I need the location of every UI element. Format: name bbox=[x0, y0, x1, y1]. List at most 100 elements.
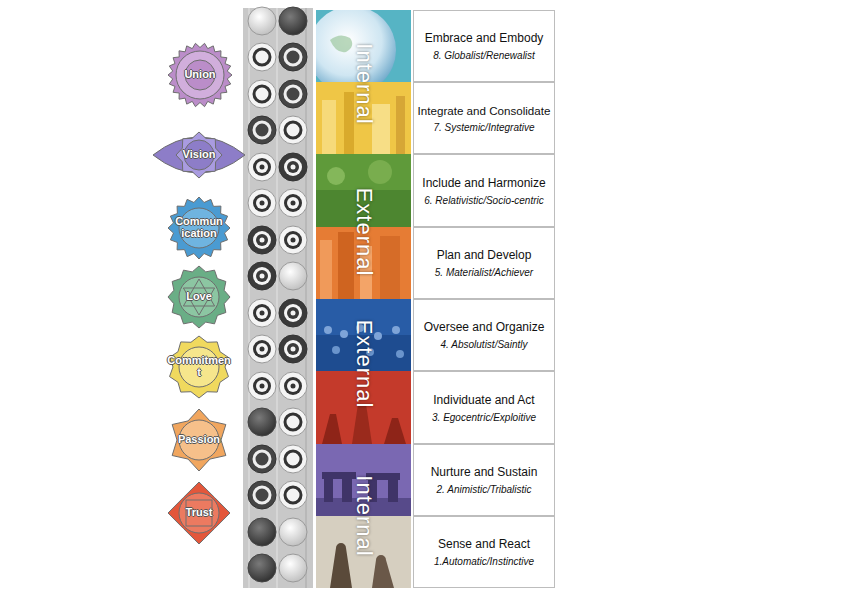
picture-bands-part bbox=[380, 236, 400, 299]
picture-bands-part bbox=[330, 35, 352, 52]
stage-title: Integrate and Consolidate bbox=[418, 104, 551, 117]
picture-bands-part bbox=[332, 346, 340, 354]
grey-column-part bbox=[248, 153, 276, 181]
grey-column-part bbox=[279, 554, 307, 582]
stage-box: Integrate and Consolidate 7. Systemic/Int… bbox=[413, 82, 555, 154]
picture-bands-part bbox=[352, 404, 372, 444]
stage-title: Plan and Develop bbox=[437, 248, 532, 262]
picture-bands-part bbox=[384, 418, 406, 444]
chakra-petals bbox=[168, 482, 230, 544]
picture-bands-part bbox=[330, 543, 352, 588]
chakra-petals bbox=[176, 132, 222, 178]
grey-column-part bbox=[248, 372, 276, 400]
chakra-label: Communication bbox=[175, 216, 223, 239]
picture-bands-part bbox=[322, 414, 342, 444]
chakra-petals bbox=[168, 266, 230, 328]
band-label: External bbox=[351, 188, 377, 277]
grey-column-part bbox=[248, 335, 276, 363]
grey-column-part bbox=[248, 189, 276, 217]
grey-column-part bbox=[279, 116, 307, 144]
chakra-symbol: Commitment bbox=[167, 335, 231, 399]
stage-subtitle: 4. Absolutist/Saintly bbox=[441, 339, 528, 350]
band-label: Internal bbox=[351, 43, 377, 124]
stage-title: Individuate and Act bbox=[433, 393, 534, 407]
grey-column-part bbox=[248, 481, 276, 509]
chakra-triangle bbox=[183, 288, 214, 315]
grey-column-part bbox=[248, 80, 276, 108]
grey-column-part bbox=[248, 299, 276, 327]
grey-column-part bbox=[279, 408, 307, 436]
stage-subtitle: 3. Egocentric/Exploitive bbox=[432, 412, 536, 423]
grey-column-part bbox=[279, 481, 307, 509]
picture-bands bbox=[316, 10, 411, 588]
band-label: Internal bbox=[351, 475, 377, 556]
chakra-core bbox=[179, 277, 219, 317]
chakra-eye bbox=[153, 137, 245, 173]
chakra-core bbox=[185, 60, 215, 90]
stage-title: Nurture and Sustain bbox=[431, 465, 538, 479]
chakra-petals bbox=[168, 43, 232, 106]
grey-column-part bbox=[279, 262, 307, 290]
stage-subtitle: 5. Materialist/Achiever bbox=[435, 267, 533, 278]
chakra-symbol: Vision bbox=[152, 129, 246, 181]
stage-subtitle: 1.Automatic/Instinctive bbox=[434, 556, 534, 567]
stage-box: Oversee and Organize 4. Absolutist/Saintl… bbox=[413, 299, 555, 371]
chakra-symbol: Trust bbox=[167, 481, 231, 545]
grey-column-part bbox=[279, 372, 307, 400]
chakra-symbol: Communication bbox=[166, 195, 232, 261]
picture-bands-part bbox=[372, 555, 394, 588]
picture-bands-part bbox=[322, 472, 356, 479]
picture-bands-part bbox=[320, 240, 332, 299]
picture-bands-part bbox=[392, 326, 400, 334]
stage-title: Include and Harmonize bbox=[422, 176, 545, 190]
picture-bands-part bbox=[368, 160, 392, 184]
picture-bands-part bbox=[340, 330, 348, 338]
grey-column-part bbox=[279, 299, 307, 327]
chakra-symbol: Passion bbox=[167, 408, 231, 472]
grey-column-part bbox=[279, 445, 307, 473]
grey-column-part bbox=[279, 153, 307, 181]
stage-subtitle: 2. Animistic/Tribalistic bbox=[436, 484, 531, 495]
grey-column-part bbox=[248, 7, 276, 35]
chakra-core bbox=[179, 493, 219, 533]
picture-bands-part bbox=[324, 326, 332, 334]
grey-column-part bbox=[279, 335, 307, 363]
chakra-symbol: Love bbox=[167, 265, 231, 329]
stage-box: Sense and React 1.Automatic/Instinctive bbox=[413, 516, 555, 588]
chakra-square bbox=[186, 500, 212, 526]
chakra-core bbox=[176, 51, 224, 99]
picture-bands-part bbox=[327, 167, 345, 185]
stage-title: Oversee and Organize bbox=[424, 320, 545, 334]
grey-column-part bbox=[248, 518, 276, 546]
chakra-label: Vision bbox=[183, 149, 216, 161]
stage-subtitle: 8. Globalist/Renewalist bbox=[433, 50, 535, 61]
grey-column-part bbox=[279, 189, 307, 217]
grey-column-part bbox=[279, 518, 307, 546]
stage-box: Embrace and Embody 8. Globalist/Renewalis… bbox=[413, 10, 555, 82]
stage-box: Individuate and Act 3. Egocentric/Exploit… bbox=[413, 371, 555, 444]
stage-title: Sense and React bbox=[438, 537, 530, 551]
grey-column-part bbox=[248, 116, 276, 144]
chakra-label: Union bbox=[184, 69, 215, 81]
picture-bands-part bbox=[338, 232, 354, 299]
picture-bands-part bbox=[396, 350, 404, 358]
chakra-triangle bbox=[183, 279, 214, 306]
chakra-label: Commitment bbox=[167, 355, 231, 378]
grey-column-part bbox=[279, 7, 307, 35]
chakra-symbol: Union bbox=[167, 42, 233, 108]
grey-column-part bbox=[279, 43, 307, 71]
stage-title: Embrace and Embody bbox=[425, 31, 544, 45]
chakra-petals bbox=[172, 409, 226, 471]
picture-bands-part bbox=[324, 478, 333, 502]
grey-column-part bbox=[248, 408, 276, 436]
band-label: External bbox=[351, 320, 377, 409]
picture-bands-part bbox=[322, 100, 336, 154]
grey-column-part bbox=[248, 554, 276, 582]
stage-box: Include and Harmonize 6. Relativistic/Soc… bbox=[413, 154, 555, 227]
stage-subtitle: 7. Systemic/Integrative bbox=[433, 122, 534, 133]
grey-column-part bbox=[279, 80, 307, 108]
chakra-petals bbox=[168, 197, 230, 259]
stage-subtitle: 6. Relativistic/Socio-centric bbox=[424, 195, 543, 206]
grey-column-part bbox=[279, 226, 307, 254]
